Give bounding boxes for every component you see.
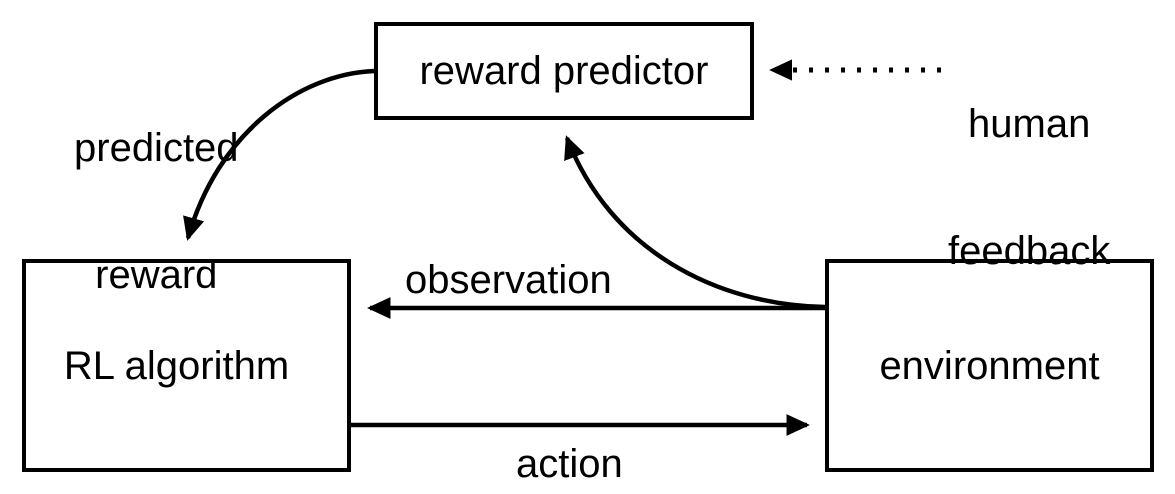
edge-label-predicted-reward-line2: reward xyxy=(95,252,218,297)
edge-label-human-feedback: human feedback xyxy=(948,18,1110,357)
node-reward-predictor-label: reward predictor xyxy=(419,49,709,93)
edge-predicted-reward xyxy=(183,68,375,241)
node-environment-label: environment xyxy=(879,343,1100,388)
node-rl-algorithm[interactable]: RL algorithm xyxy=(22,259,351,472)
edge-observation-to-predictor xyxy=(564,135,826,310)
node-environment[interactable]: environment xyxy=(825,259,1154,472)
edge-label-human-feedback-line2: feedback xyxy=(948,228,1111,273)
edge-label-action: action xyxy=(516,442,623,486)
edge-label-human-feedback-line1: human xyxy=(968,101,1091,146)
edge-label-predicted-reward: predicted reward xyxy=(74,42,239,381)
edge-label-observation: observation xyxy=(405,258,612,302)
node-rl-algorithm-label: RL algorithm xyxy=(63,343,290,388)
node-reward-predictor[interactable]: reward predictor xyxy=(374,22,754,120)
edge-label-predicted-reward-line1: predicted xyxy=(74,125,239,170)
